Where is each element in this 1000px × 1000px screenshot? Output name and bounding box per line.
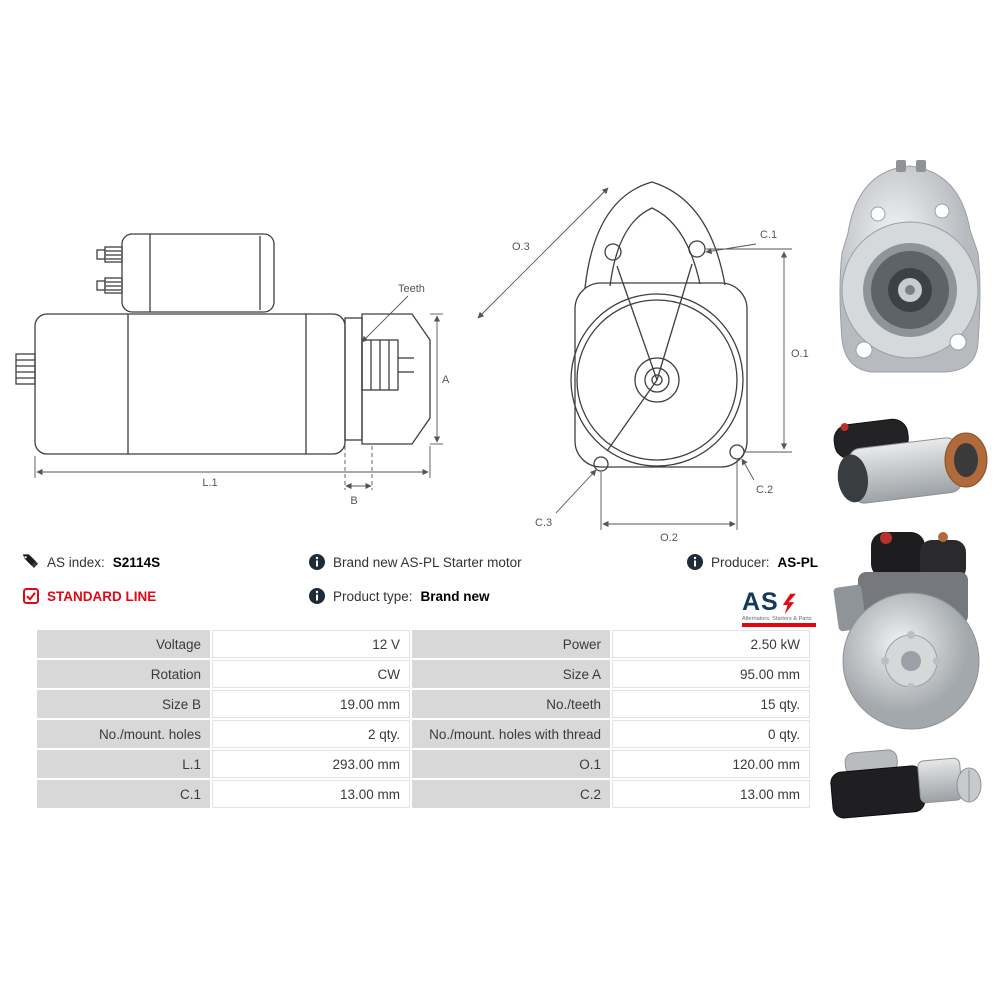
spec-label: Rotation (37, 660, 210, 688)
spec-label: Size B (37, 690, 210, 718)
spec-label: Size A (412, 660, 610, 688)
checkbox-checked-icon (22, 588, 39, 605)
aspl-logo-bar (742, 623, 816, 627)
motor-body-outline (34, 313, 346, 455)
spec-label: No./mount. holes (37, 720, 210, 748)
product-photo-angled-small (830, 749, 982, 819)
dim-label-c2: C.2 (756, 484, 773, 496)
dim-label-l1: L.1 (202, 477, 217, 489)
spec-value: 15 qty. (612, 690, 810, 718)
dim-label-c3: C.3 (535, 517, 552, 529)
tags-icon (22, 554, 39, 571)
spec-value: 2 qty. (212, 720, 410, 748)
drive-end-outline (361, 313, 431, 445)
spec-label: C.1 (37, 780, 210, 808)
spec-value: 12 V (212, 630, 410, 658)
spec-value: 95.00 mm (612, 660, 810, 688)
aspl-logo-tagline: Alternators, Starters & Parts (742, 616, 812, 622)
table-row: Size B 19.00 mm No./teeth 15 qty. (37, 690, 810, 718)
spec-label: Voltage (37, 630, 210, 658)
spec-value: 0 qty. (612, 720, 810, 748)
producer-label: Producer: (711, 554, 770, 570)
dim-label-o1: O.1 (791, 348, 809, 360)
dim-label-b: B (350, 495, 357, 507)
table-row: C.1 13.00 mm C.2 13.00 mm (37, 780, 810, 808)
bolt-hole-bottom-left (593, 456, 609, 472)
aspl-logo-brand: AS (742, 588, 779, 616)
spec-table: Voltage 12 V Power 2.50 kW Rotation CW S… (35, 628, 812, 810)
aspl-logo: AS Alternators, Starters & Parts (742, 590, 816, 627)
product-type-value: Brand new (420, 588, 490, 604)
standard-line-label: STANDARD LINE (47, 588, 157, 604)
product-photo-side-angled (833, 418, 988, 504)
bolt-hole-bottom-right (729, 444, 745, 460)
solenoid-outline (121, 233, 275, 313)
as-index-label: AS index: (47, 554, 105, 570)
product-photo-front-view (839, 160, 981, 373)
bolt-hole-top-left (604, 243, 622, 261)
spec-value: 120.00 mm (612, 750, 810, 778)
as-index-row: AS index: S2114S (22, 552, 160, 572)
dim-label-a: A (442, 374, 450, 386)
as-index-value: S2114S (112, 554, 161, 570)
product-description: Brand new AS-PL Starter motor (333, 554, 522, 570)
producer-row: Producer: AS-PL (686, 552, 818, 572)
product-type-label: Product type: (333, 588, 413, 604)
dim-label-teeth: Teeth (398, 283, 425, 295)
info-circle-icon (686, 554, 703, 571)
spec-value: 2.50 kW (612, 630, 810, 658)
product-description-row: Brand new AS-PL Starter motor (308, 552, 522, 572)
spec-value: 19.00 mm (212, 690, 410, 718)
technical-drawing-side-view: Teeth A L.1 B (15, 233, 450, 507)
table-row: No./mount. holes 2 qty. No./mount. holes… (37, 720, 810, 748)
spec-label: Power (412, 630, 610, 658)
spec-label: No./mount. holes with thread (412, 720, 610, 748)
spec-label: L.1 (37, 750, 210, 778)
technical-drawing-front-view: O.3 C.1 O.1 C.3 O.2 C.2 (477, 181, 809, 544)
table-row: L.1 293.00 mm O.1 120.00 mm (37, 750, 810, 778)
producer-value: AS-PL (777, 554, 819, 570)
product-photo-rear-view (833, 532, 980, 730)
info-circle-icon (308, 554, 325, 571)
bolt-hole-top-right (688, 240, 706, 258)
spec-label: No./teeth (412, 690, 610, 718)
dim-label-c1: C.1 (760, 229, 777, 241)
product-type-row: Product type: Brand new (308, 586, 490, 606)
standard-line-row: STANDARD LINE (22, 586, 156, 606)
motor-face-circle (570, 293, 744, 467)
dim-label-o2: O.2 (660, 532, 678, 544)
table-row: Voltage 12 V Power 2.50 kW (37, 630, 810, 658)
mounting-flange-outline (574, 282, 748, 468)
spec-value: 293.00 mm (212, 750, 410, 778)
spec-value: CW (212, 660, 410, 688)
spec-value: 13.00 mm (612, 780, 810, 808)
table-row: Rotation CW Size A 95.00 mm (37, 660, 810, 688)
spec-value: 13.00 mm (212, 780, 410, 808)
dim-label-o3: O.3 (512, 241, 530, 253)
spec-label: C.2 (412, 780, 610, 808)
spec-label: O.1 (412, 750, 610, 778)
info-circle-icon (308, 588, 325, 605)
lightning-bolt-icon (782, 593, 796, 615)
